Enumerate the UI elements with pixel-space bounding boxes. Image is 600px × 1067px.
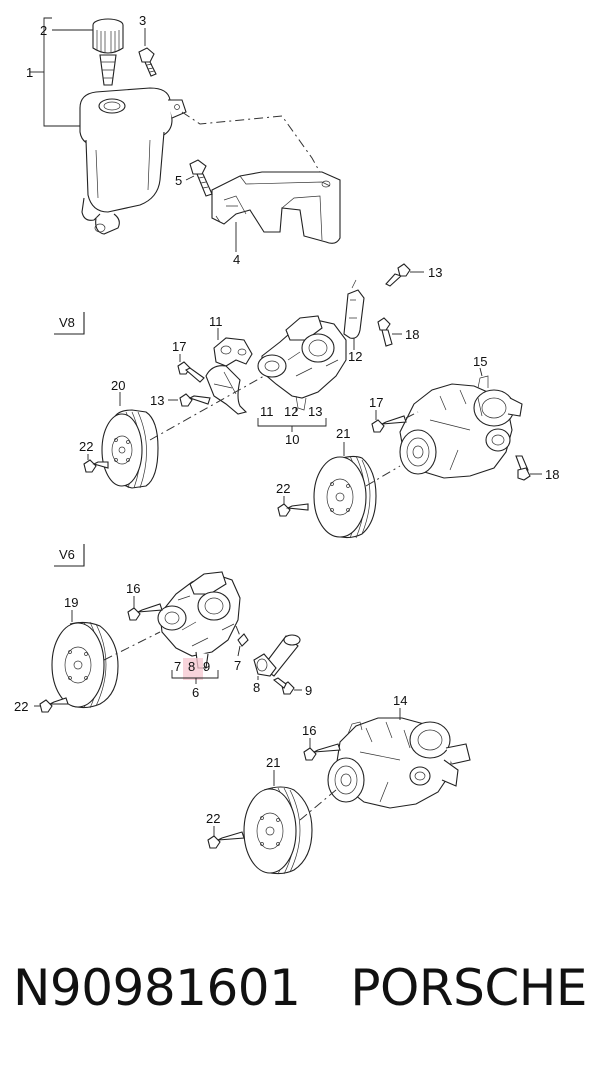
reservoir-group bbox=[30, 17, 323, 235]
connection-line bbox=[181, 111, 323, 177]
callout-8: 8 bbox=[253, 680, 260, 695]
callout-18-top: 18 bbox=[405, 327, 419, 342]
v8-bolt-13-mid bbox=[179, 393, 211, 407]
callout-19: 19 bbox=[64, 595, 78, 610]
callout-3: 3 bbox=[139, 13, 146, 28]
callout-group-13: 13 bbox=[308, 404, 322, 419]
v8-section-frame bbox=[54, 312, 85, 335]
callout-16-lower: 16 bbox=[302, 723, 316, 738]
callout-group-9: 9 bbox=[203, 659, 210, 674]
callout-12: 12 bbox=[348, 349, 362, 364]
callout-18-right: 18 bbox=[545, 467, 559, 482]
callout-22-left: 22 bbox=[79, 439, 93, 454]
v8-bolt-13-top bbox=[385, 263, 411, 287]
section-label-v8: V8 bbox=[59, 315, 75, 330]
v6-pump-14 bbox=[327, 717, 471, 809]
callout-22-right: 22 bbox=[276, 481, 290, 496]
v8-pulley-20 bbox=[101, 409, 159, 489]
footer-caption: N90981601 PORSCHE bbox=[0, 948, 600, 1028]
v8-bolt-18-top bbox=[377, 317, 393, 347]
callout-1: 1 bbox=[26, 65, 33, 80]
section-label-v6: V6 bbox=[59, 547, 75, 562]
callout-group-12: 12 bbox=[284, 404, 298, 419]
v8-bracket-11 bbox=[205, 337, 253, 415]
callout-2: 2 bbox=[40, 23, 47, 38]
v8-bolt-22-right bbox=[277, 503, 309, 517]
callout-group-11: 11 bbox=[260, 404, 274, 419]
v6-bolt-16-lower bbox=[303, 743, 341, 761]
callout-9: 9 bbox=[305, 683, 312, 698]
callout-7: 7 bbox=[234, 658, 241, 673]
callout-22-lower: 22 bbox=[206, 811, 220, 826]
callout-11: 11 bbox=[209, 314, 223, 329]
group-bracket-10 bbox=[257, 418, 327, 427]
v6-hose-fitting bbox=[253, 634, 301, 677]
reservoir-tank bbox=[79, 87, 187, 235]
callout-14: 14 bbox=[393, 693, 407, 708]
callout-21-v6: 21 bbox=[266, 755, 280, 770]
callout-20: 20 bbox=[111, 378, 125, 393]
v6-bolt-16 bbox=[127, 603, 163, 621]
v6-section-frame bbox=[54, 544, 85, 567]
v6-bolt-22-lower bbox=[207, 831, 245, 849]
callout-labels: 1 2 3 4 5 V8 11 13 17 18 12 20 13 11 12 … bbox=[14, 13, 559, 826]
v6-bolt-9 bbox=[272, 677, 295, 695]
v6-bolt-22 bbox=[39, 697, 69, 713]
callout-6: 6 bbox=[192, 685, 199, 700]
callout-10: 10 bbox=[285, 432, 299, 447]
v6-pulley-21 bbox=[243, 786, 313, 875]
highlight-marker bbox=[183, 658, 203, 680]
v8-pump bbox=[257, 315, 347, 411]
callout-group-7: 7 bbox=[174, 659, 181, 674]
callout-17-right: 17 bbox=[369, 395, 383, 410]
v8-bolt-17 bbox=[177, 361, 205, 383]
callout-group-8: 8 bbox=[188, 659, 195, 674]
bracket-assembly bbox=[211, 171, 341, 244]
callout-5: 5 bbox=[175, 173, 182, 188]
v6-seal-7 bbox=[237, 633, 249, 647]
bolt-5 bbox=[189, 159, 213, 197]
exploded-parts-diagram: 1 2 3 4 5 V8 11 13 17 18 12 20 13 11 12 … bbox=[14, 13, 559, 875]
callout-15: 15 bbox=[473, 354, 487, 369]
group-bracket-6 bbox=[171, 670, 219, 679]
bolt-3 bbox=[138, 47, 157, 77]
v8-bracket-12 bbox=[343, 279, 365, 339]
v8-pump-15 bbox=[399, 375, 523, 479]
v6-pump bbox=[157, 571, 241, 669]
v8-bolt-17-right bbox=[371, 415, 407, 433]
callout-17: 17 bbox=[172, 339, 186, 354]
part-number: N90981601 bbox=[13, 959, 301, 1017]
callout-16: 16 bbox=[126, 581, 140, 596]
reservoir-cap bbox=[92, 18, 124, 86]
callout-21-v8: 21 bbox=[336, 426, 350, 441]
brand-name: PORSCHE bbox=[350, 959, 587, 1017]
v6-pulley-19 bbox=[51, 621, 119, 709]
callout-4: 4 bbox=[233, 252, 240, 267]
v8-pulley-21 bbox=[313, 455, 377, 539]
v8-bolt-18-right bbox=[515, 455, 531, 481]
callout-22-v6: 22 bbox=[14, 699, 28, 714]
callout-13-mid: 13 bbox=[150, 393, 164, 408]
callout-13-top: 13 bbox=[428, 265, 442, 280]
v8-bolt-22-left bbox=[83, 459, 109, 473]
